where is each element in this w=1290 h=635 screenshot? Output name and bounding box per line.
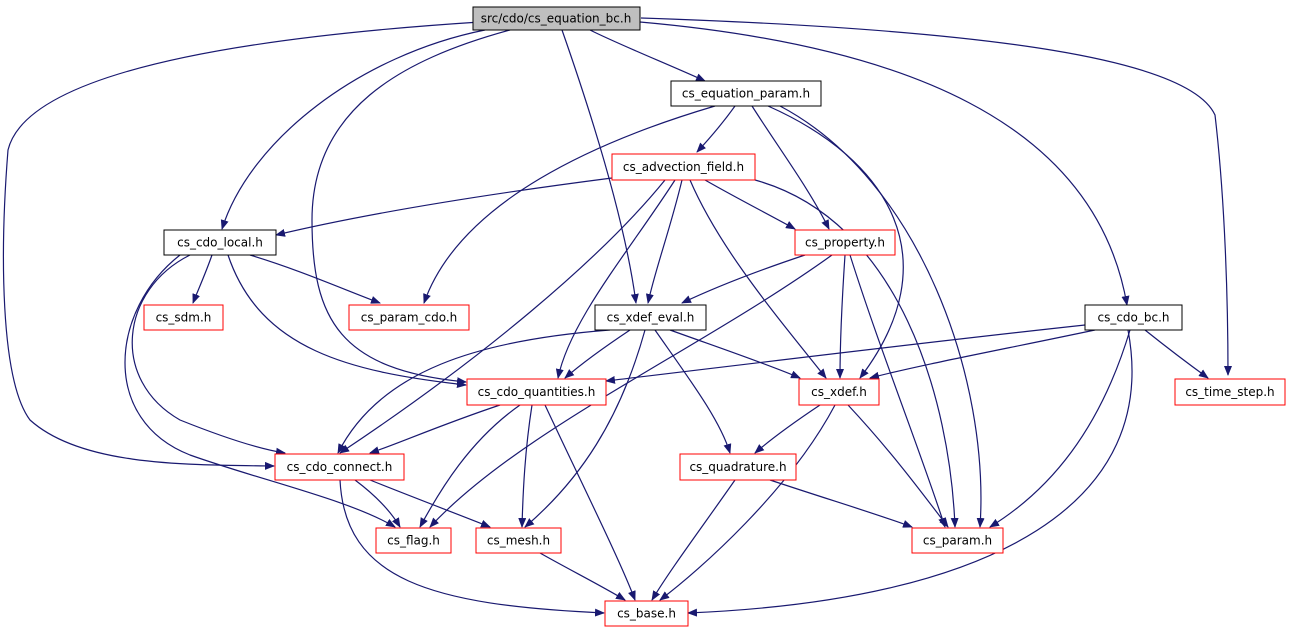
edge-equation-param-property [751,105,830,230]
edge-advection-field-cdo-connect [339,179,666,454]
node-time-step-label: cs_time_step.h [1185,385,1274,399]
edge-root-equation-param [589,29,706,82]
node-sdm-label: cs_sdm.h [156,311,212,325]
edge-xdef-eval-cdo-quantities [564,329,631,379]
node-param-cdo-label: cs_param_cdo.h [361,311,458,325]
node-mesh[interactable]: cs_mesh.h [475,527,562,554]
edge-xdef-eval-quadrature [654,329,732,454]
edge-property-xdef-eval [681,254,806,304]
edge-equation-param-advection-field [696,105,736,153]
edge-advection-field-xdef [689,179,827,379]
edge-xdef-param [847,404,949,528]
node-root-label: src/cdo/cs_equation_bc.h [481,12,632,26]
node-xdef-label: cs_xdef.h [811,385,867,399]
edge-quadrature-base [651,479,736,601]
edge-xdef-quadrature [754,404,821,454]
node-quadrature[interactable]: cs_quadrature.h [679,453,797,481]
node-param-cdo[interactable]: cs_param_cdo.h [348,304,470,331]
edge-cdo-local-param-cdo [249,254,381,304]
edge-xdef-eval-xdef [669,329,801,379]
node-base-label: cs_base.h [617,607,676,621]
edge-cdo-connect-flag [354,479,401,528]
node-xdef[interactable]: cs_xdef.h [798,378,880,406]
edge-cdo-quantities-flag [419,404,521,528]
node-cdo-local[interactable]: cs_cdo_local.h [163,229,277,256]
node-cdo-bc[interactable]: cs_cdo_bc.h [1084,304,1183,331]
edge-cdo-quantities-mesh [518,404,533,528]
dependency-edges [2,17,1232,617]
node-xdef-eval-label: cs_xdef_eval.h [607,311,695,325]
edge-cdo-bc-xdef [869,329,1096,380]
edge-advection-field-param [754,179,959,528]
edge-cdo-quantities-base [544,404,636,601]
edge-cdo-quantities-cdo-connect [369,404,501,455]
node-cdo-connect-label: cs_cdo_connect.h [287,460,393,474]
node-cdo-quantities[interactable]: cs_cdo_quantities.h [466,378,607,406]
node-sdm[interactable]: cs_sdm.h [143,304,224,331]
node-cdo-local-label: cs_cdo_local.h [177,236,263,250]
node-cdo-connect[interactable]: cs_cdo_connect.h [274,453,405,481]
node-property-label: cs_property.h [805,236,885,250]
edge-cdo-bc-time-step [1144,329,1209,379]
edge-root-cdo-connect [2,21,481,470]
node-quadrature-label: cs_quadrature.h [689,460,786,474]
edge-advection-field-property [704,179,796,230]
edge-cdo-local-flag [124,254,396,528]
edge-quadrature-param [769,479,913,528]
edge-cdo-bc-param [989,329,1131,528]
node-base[interactable]: cs_base.h [604,600,689,627]
edge-advection-field-xdef-eval [645,179,683,304]
edge-xdef-eval-mesh [524,329,646,528]
node-xdef-eval[interactable]: cs_xdef_eval.h [594,304,707,331]
node-cdo-bc-label: cs_cdo_bc.h [1097,311,1169,325]
edge-root-time-step [640,17,1232,376]
edge-cdo-local-sdm [192,254,213,304]
edge-cdo-connect-base [339,479,605,617]
edge-cdo-connect-mesh [369,479,491,528]
node-property[interactable]: cs_property.h [794,229,896,256]
edge-cdo-local-cdo-connect [131,254,286,456]
node-advection-field-label: cs_advection_field.h [623,160,744,174]
node-flag-label: cs_flag.h [387,534,440,548]
edge-cdo-bc-cdo-quantities [605,324,1086,384]
node-param-label: cs_param.h [923,534,992,548]
edge-xdef-eval-cdo-connect [337,329,611,454]
node-cdo-quantities-label: cs_cdo_quantities.h [478,385,596,399]
edge-mesh-base [539,552,626,601]
node-time-step[interactable]: cs_time_step.h [1174,378,1286,406]
edge-equation-param-param [779,105,985,528]
edge-root-cdo-local [220,29,486,230]
edge-advection-field-cdo-quantities [555,179,676,379]
node-equation-param[interactable]: cs_equation_param.h [670,80,822,107]
node-equation-param-label: cs_equation_param.h [682,87,810,101]
edge-property-flag [429,254,833,528]
node-param[interactable]: cs_param.h [911,527,1004,554]
edge-root-xdef-eval [561,29,639,304]
edge-equation-param-param-cdo [423,105,716,304]
edge-equation-param-xdef [767,105,904,379]
edge-root-cdo-bc [639,21,1130,306]
edge-advection-field-cdo-local [275,177,613,237]
edge-property-param [849,254,947,528]
edge-root-cdo-quantities [311,29,511,386]
edge-xdef-base [659,404,836,601]
node-root[interactable]: src/cdo/cs_equation_bc.h [472,6,641,31]
edge-property-xdef [836,254,846,379]
edge-cdo-local-cdo-quantities [227,254,467,388]
node-mesh-label: cs_mesh.h [487,534,550,548]
node-advection-field[interactable]: cs_advection_field.h [611,153,756,181]
node-flag[interactable]: cs_flag.h [375,527,452,554]
edge-cdo-bc-base [687,329,1133,617]
dependency-nodes: src/cdo/cs_equation_bc.h cs_equation_par… [143,6,1286,627]
